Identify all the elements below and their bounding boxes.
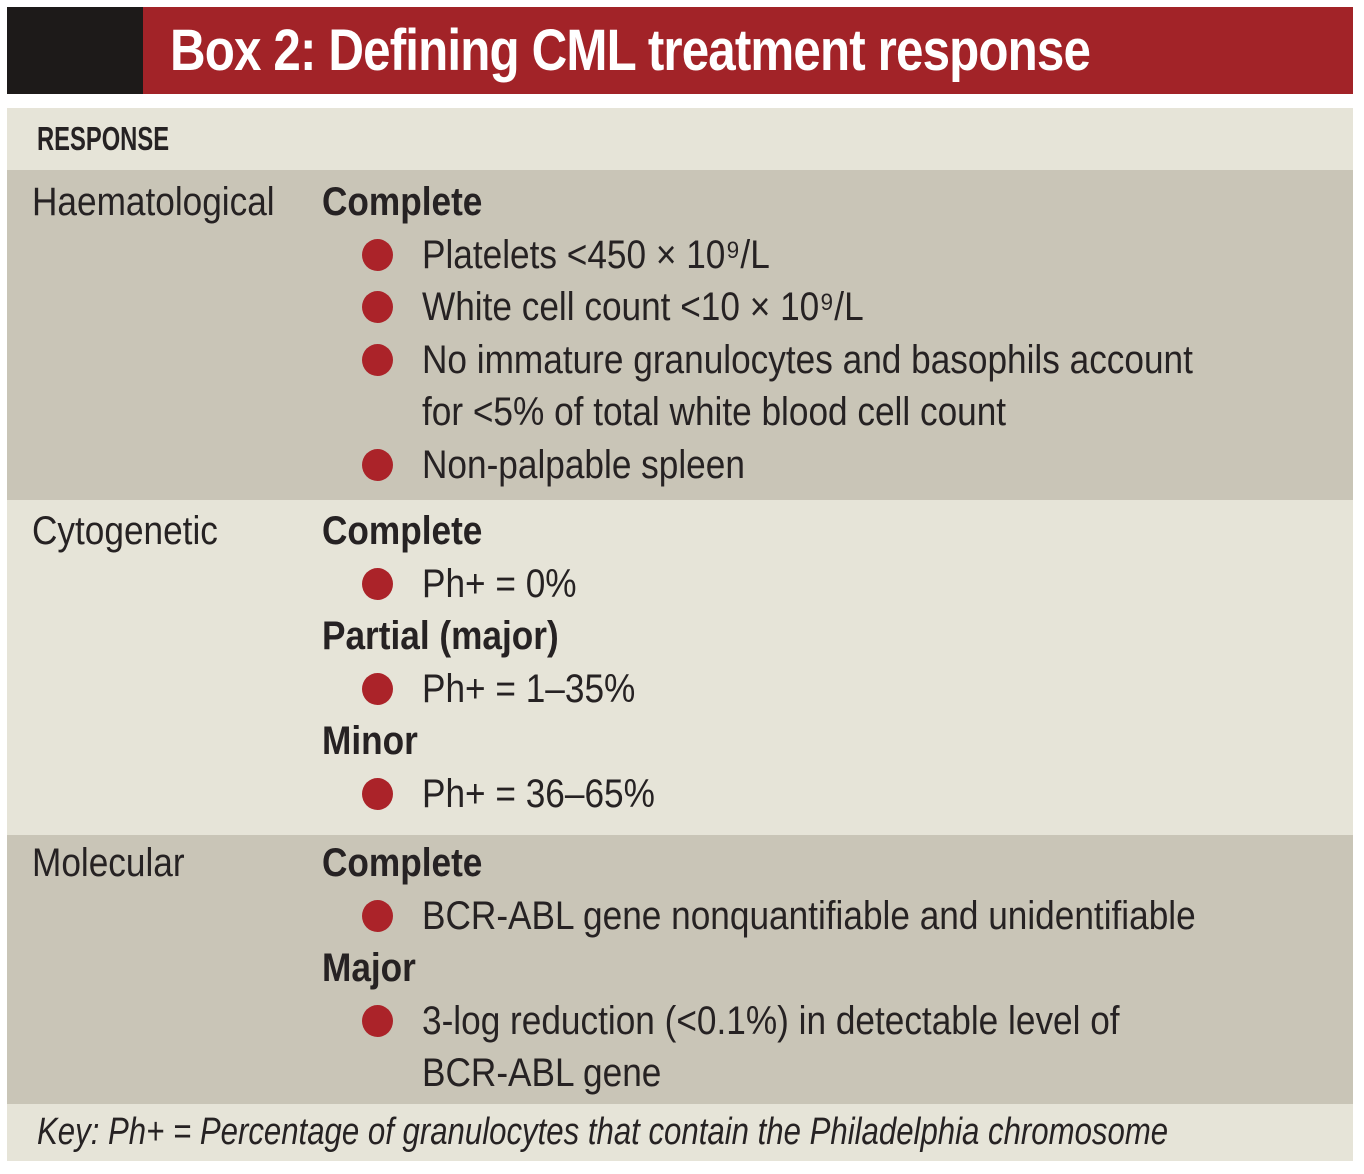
level-heading: Complete [322,841,483,885]
table-header-row: RESPONSE [7,108,1353,170]
response-type-label: Molecular [32,841,185,885]
bullet-icon [362,343,393,376]
column-header-response: RESPONSE [37,120,170,157]
list-item: Ph+ = 0% [322,558,1353,611]
titlebar: Box 2: Defining CML treatment response [7,7,1353,94]
list-item: Platelets <450 × 10⁹/L [322,229,1353,282]
section-content: Complete BCR-ABL gene nonquantifiable an… [322,837,1353,1100]
title-banner: Box 2: Defining CML treatment response [143,7,1353,94]
level-heading: Major [322,946,416,990]
bullet-icon [362,899,393,932]
list-item: Ph+ = 36–65% [322,768,1353,821]
list-item: BCR-ABL gene nonquantifiable and unident… [322,890,1353,943]
level-heading: Partial (major) [322,614,559,658]
response-type-label: Cytogenetic [32,509,218,553]
bullet-icon [362,1004,393,1037]
corner-black-block [7,7,143,94]
list-item: Ph+ = 1–35% [322,663,1353,716]
level-heading: Minor [322,719,418,763]
section-molecular: Molecular Complete BCR-ABL gene nonquant… [7,835,1353,1104]
bullet-icon [362,291,393,323]
list-item: Non-palpable spleen [322,439,1353,492]
response-type-label: Haematological [32,180,275,224]
list-item: White cell count <10 × 10⁹/L [322,281,1353,334]
key-row: Key: Ph+ = Percentage of granulocytes th… [7,1103,1353,1161]
list-item: No immature granulocytes and basophils a… [322,334,1353,439]
key-note: Key: Ph+ = Percentage of granulocytes th… [37,1110,1169,1153]
section-haematological: Haematological Complete Platelets <450 ×… [7,170,1353,500]
response-table: RESPONSE Haematological Complete Platele… [7,108,1353,1161]
level-heading: Complete [322,180,483,224]
section-content: Complete Ph+ = 0% Partial (major) Ph+ = … [322,505,1353,820]
section-cytogenetic: Cytogenetic Complete Ph+ = 0% Partial (m… [7,500,1353,835]
level-heading: Complete [322,509,483,553]
box-title: Box 2: Defining CML treatment response [170,18,1091,83]
bullet-icon [362,238,393,271]
list-item: 3-log reduction (<0.1%) in detectable le… [322,995,1353,1100]
bullet-icon [362,777,393,810]
bullet-icon [362,567,393,600]
bullet-icon [362,448,393,481]
section-content: Complete Platelets <450 × 10⁹/L White ce… [322,176,1353,491]
bullet-icon [362,672,393,705]
